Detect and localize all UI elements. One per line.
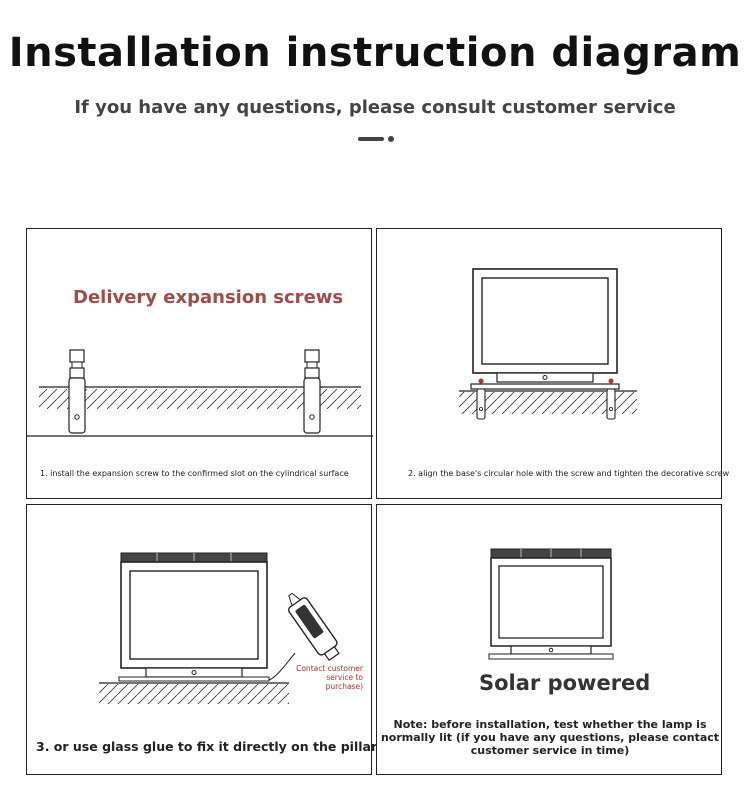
expansion-screws-illustration (27, 349, 373, 437)
lamp-mounted-illustration (459, 268, 637, 420)
page-title: Installation instruction diagram (8, 30, 742, 76)
screw-right (303, 349, 321, 434)
glue-tube-icon (288, 592, 340, 662)
panel-1-heading: Delivery expansion screws (73, 287, 344, 308)
panel-4-note: Note: before installation, test whether … (380, 718, 720, 757)
panel-step-3: Contact customer service to purchase) 3.… (26, 504, 377, 775)
lamp-inner-screen (481, 277, 609, 365)
divider-dot (388, 136, 394, 142)
solar-powered-label: Solar powered (479, 671, 651, 695)
page-subtitle: If you have any questions, please consul… (74, 97, 676, 118)
lamp-inner-screen (129, 570, 259, 660)
mount-plate (470, 383, 620, 390)
glass-glue-illustration (99, 552, 340, 704)
panel-step-4: Solar powered Note: before installation,… (376, 504, 722, 775)
solar-lamp-illustration (488, 548, 614, 660)
panel-1-caption: 1. install the expansion screw to the co… (40, 469, 349, 478)
panel-3-caption: 3. or use glass glue to fix it directly … (36, 739, 378, 754)
ground-hatch (39, 389, 361, 409)
contact-note: Contact customer service to purchase) (296, 664, 363, 691)
divider-dash (358, 137, 384, 141)
panel-step-1: Delivery expansion screws 1. install the… (26, 228, 373, 499)
panel-2-caption: 2. align the base's circular hole with t… (408, 469, 730, 478)
lamp-inner-screen (498, 565, 604, 639)
panel-step-2: 2. align the base's circular hole with t… (376, 228, 729, 499)
screw-left (68, 349, 86, 434)
